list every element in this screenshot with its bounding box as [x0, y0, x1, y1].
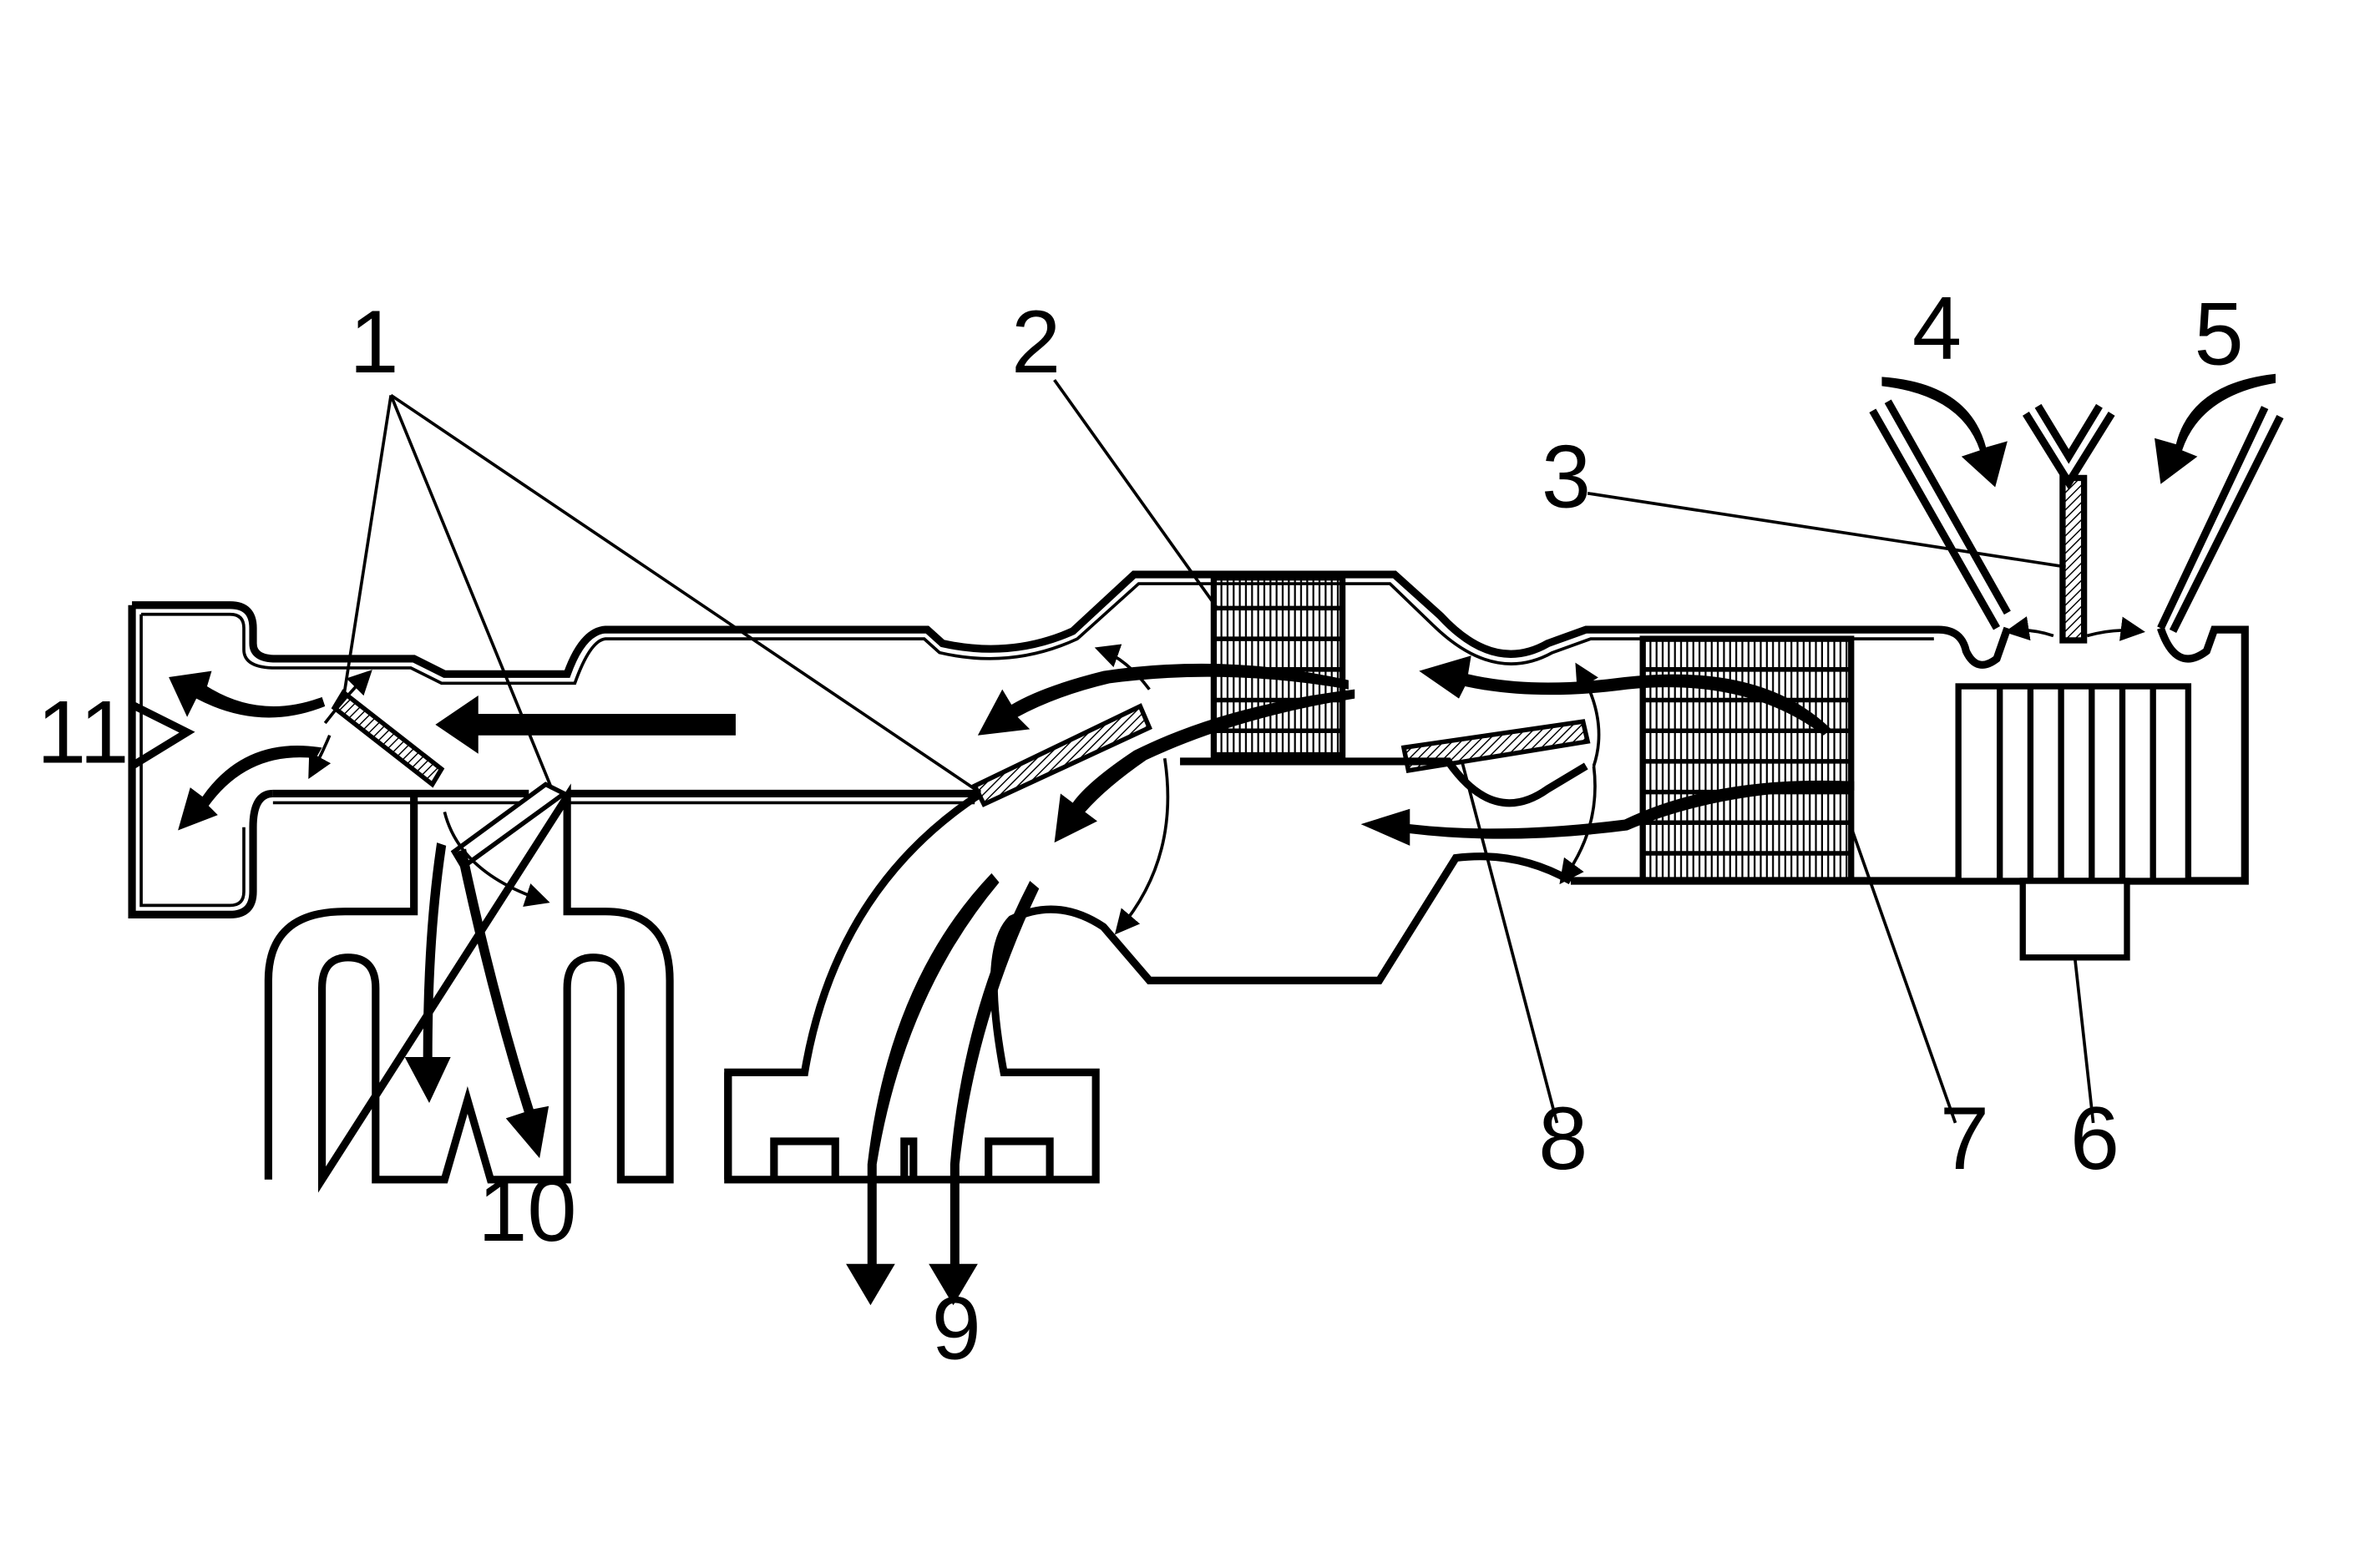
arrow-defrost-lower — [178, 745, 322, 831]
arrow-evap-lower — [1360, 780, 1855, 846]
callout-labels: 1 2 3 4 5 6 7 8 9 10 11 — [37, 278, 2244, 1378]
leader-1b — [389, 394, 554, 790]
leader-8 — [1460, 761, 1559, 1124]
housing-outlet-9 — [724, 1072, 1054, 1180]
housing-lower-right — [724, 790, 1573, 1184]
leader-3 — [1587, 491, 2066, 569]
airflow-arrows — [169, 373, 2276, 1306]
leader-1a — [342, 395, 392, 699]
temperature-door — [1400, 719, 1591, 774]
callout-1: 1 — [349, 292, 398, 392]
inlet-right-duct — [2157, 406, 2284, 633]
arrow-floor-left — [404, 842, 451, 1104]
mode-door-center — [971, 703, 1152, 807]
arrow-inlet-4 — [1881, 377, 2008, 488]
blower-motor — [2019, 878, 2130, 961]
recirc-door — [2059, 474, 2088, 644]
arrow-duct-left — [435, 696, 736, 754]
leader-2 — [1053, 378, 1220, 611]
housing-top-wall — [132, 570, 2012, 678]
housing-mid-wall — [272, 757, 1588, 807]
arrow-heater-lower — [1054, 689, 1355, 843]
callout-5: 5 — [2194, 285, 2243, 384]
callout-10: 10 — [478, 1161, 576, 1260]
inlet-center-y — [2022, 403, 2115, 490]
callout-11: 11 — [37, 683, 129, 782]
arrow-heater-upper — [977, 663, 1349, 736]
arrow-inlet-5 — [2155, 373, 2276, 484]
arrow-defrost-upper — [169, 670, 326, 718]
callout-9: 9 — [932, 1278, 981, 1378]
callout-4: 4 — [1912, 278, 1962, 377]
mode-door-defrost — [331, 689, 445, 788]
leader-6 — [2073, 957, 2095, 1124]
callout-7: 7 — [1940, 1089, 1989, 1188]
housing-floor-outlet — [264, 783, 674, 1193]
callout-2: 2 — [1011, 292, 1061, 392]
leader-7 — [1849, 827, 1957, 1124]
inlet-left-duct — [1869, 399, 2011, 630]
arrow-evap-upper — [1419, 655, 1831, 736]
arrow-outlet-9-right — [929, 881, 1040, 1306]
doors — [331, 689, 1591, 871]
callout-8: 8 — [1538, 1089, 1588, 1188]
leader-1c — [390, 393, 976, 791]
door-swing-indicators — [308, 616, 2145, 935]
housing-right-top — [1570, 625, 2249, 885]
blower-assembly — [1955, 683, 2192, 961]
arrow-floor-right — [457, 848, 549, 1159]
callout-3: 3 — [1542, 427, 1591, 526]
arrow-outlet-9-left — [846, 873, 1000, 1306]
callout-6: 6 — [2070, 1089, 2119, 1188]
air-inlets — [1869, 399, 2284, 633]
leader-lines — [342, 378, 2095, 1124]
housing-inner-lines — [139, 582, 1934, 908]
housing-left-outlet — [128, 604, 274, 918]
hvac-housing — [128, 570, 2249, 1193]
